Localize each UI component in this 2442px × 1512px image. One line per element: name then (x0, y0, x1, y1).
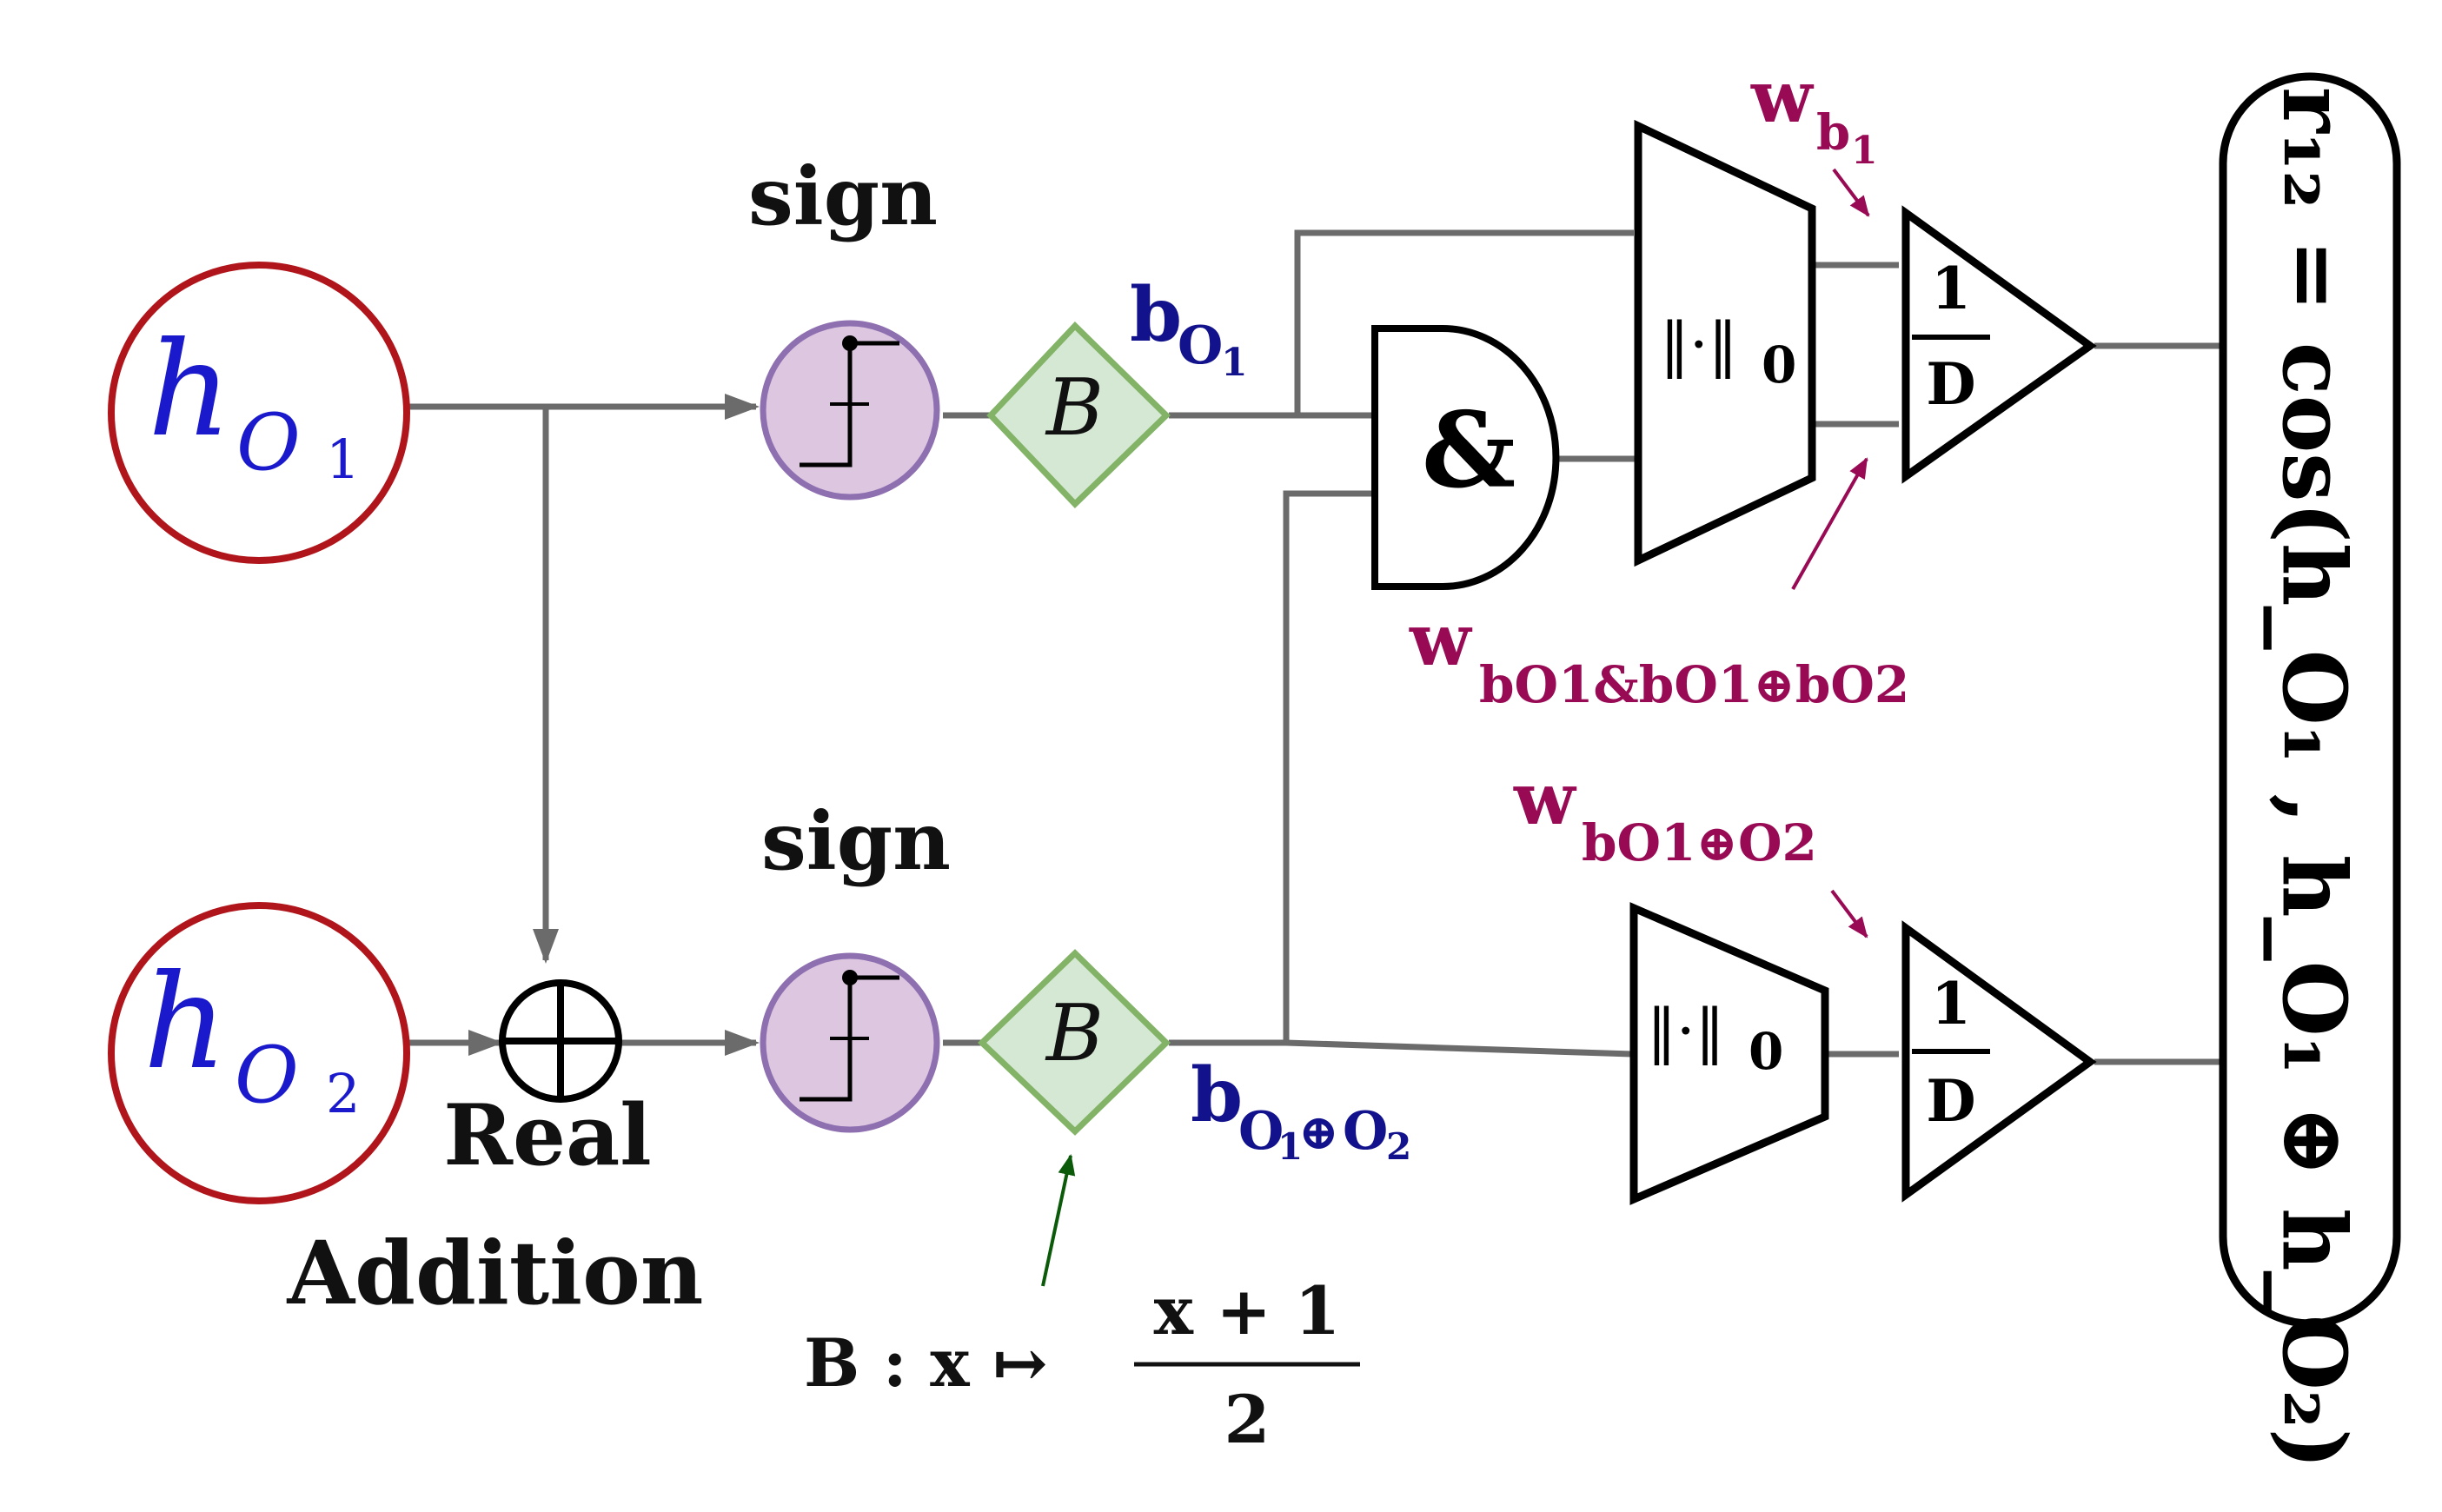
real-addition-label-line1: Real (443, 1086, 652, 1184)
input-h2-sub: O (235, 1030, 299, 1121)
weight-label-and: w bO1&bO1⊕bO2 (1409, 599, 1909, 714)
svg-text:D: D (1926, 350, 1975, 418)
weight-b1-arrow (1832, 168, 1870, 217)
svg-text:bO1&bO1⊕bO2: bO1&bO1⊕bO2 (1479, 655, 1909, 714)
svg-text:B : x ↦: B : x ↦ (804, 1324, 1048, 1402)
real-addition-label-line2: Addition (286, 1222, 703, 1324)
input-h1-subsub: 1 (326, 428, 360, 491)
output-formula: r₁₂ = cos(h_O₁ , h_O₁ ⊕ h_O₂) (2263, 87, 2366, 1469)
input-h2-base: h (143, 947, 228, 1098)
input-h2-subsub: 2 (326, 1062, 360, 1125)
output-box: r₁₂ = cos(h_O₁ , h_O₁ ⊕ h_O₂) (2219, 72, 2401, 1469)
svg-text:1: 1 (1931, 255, 1971, 322)
input-h1-base: h (148, 315, 232, 466)
sign-label-top: sign (748, 149, 938, 243)
b-definition-arrow (1041, 1154, 1076, 1287)
svg-text:O: O (1178, 315, 1223, 376)
norm0-bottom-sub: 0 (1749, 1022, 1783, 1081)
weight-and-arrow (1791, 457, 1868, 590)
sign-step-icon (760, 320, 940, 501)
svg-text:O: O (1238, 1101, 1284, 1162)
svg-text:1: 1 (1851, 129, 1878, 173)
svg-text:O: O (1343, 1101, 1388, 1162)
svg-text:1: 1 (1931, 970, 1971, 1038)
binarize-diamond-top: B (986, 322, 1171, 508)
b-definition: B : x ↦ x + 1 2 (804, 1272, 1360, 1458)
norm0-bottom: ‖·‖ 0 (1629, 902, 1829, 1205)
wire-bbottom-to-and (1283, 490, 1373, 1043)
bit-label-bottom: b O 1 ⊕ O 2 (1191, 1051, 1411, 1168)
svg-text:1: 1 (1221, 341, 1248, 385)
svg-text:⊕: ⊕ (1298, 1104, 1339, 1161)
sign-step-icon-bottom (760, 952, 940, 1133)
norm0-top-sub: 0 (1762, 335, 1796, 395)
input-h1-sub: O (236, 397, 301, 488)
svg-text:b: b (1816, 104, 1850, 162)
sign-label-bottom: sign (761, 794, 951, 888)
bit-label-top: b O 1 (1130, 271, 1248, 385)
svg-text:w: w (1513, 758, 1577, 841)
norm0-top-label: ‖·‖ (1660, 311, 1738, 380)
wire-btop-to-norm (1294, 229, 1634, 415)
svg-text:2: 2 (1224, 1381, 1271, 1458)
binarize-diamond-bottom: B (977, 949, 1171, 1136)
svg-text:w: w (1750, 56, 1815, 139)
binarize-label-top: B (1045, 362, 1104, 454)
norm0-bottom-label: ‖·‖ (1647, 998, 1725, 1066)
weight-label-xor: w bO1⊕O2 (1513, 758, 1817, 872)
svg-text:x + 1: x + 1 (1154, 1272, 1341, 1350)
binarize-label-bottom: B (1045, 988, 1104, 1079)
svg-text:b: b (1191, 1051, 1243, 1139)
input-h2: h O 2 (108, 902, 410, 1204)
scale-1-over-d-top: 1 D (1901, 205, 2097, 484)
norm0-top: ‖·‖ 0 (1634, 119, 1816, 567)
circle-plus-icon (499, 979, 622, 1103)
and-gate-label: & (1422, 389, 1516, 512)
svg-text:bO1⊕O2: bO1⊕O2 (1582, 813, 1817, 872)
input-h1: h O 1 (108, 262, 410, 564)
svg-text:1: 1 (1277, 1125, 1303, 1168)
weight-label-b1: w b 1 (1750, 56, 1878, 173)
and-gate-icon: & (1371, 325, 1560, 590)
svg-text:D: D (1926, 1067, 1975, 1135)
weight-xor-arrow (1830, 889, 1868, 938)
svg-text:2: 2 (1386, 1125, 1411, 1168)
svg-text:w: w (1409, 599, 1473, 682)
scale-1-over-d-bottom: 1 D (1901, 920, 2097, 1203)
svg-text:b: b (1130, 271, 1182, 359)
wires (408, 229, 2223, 1065)
